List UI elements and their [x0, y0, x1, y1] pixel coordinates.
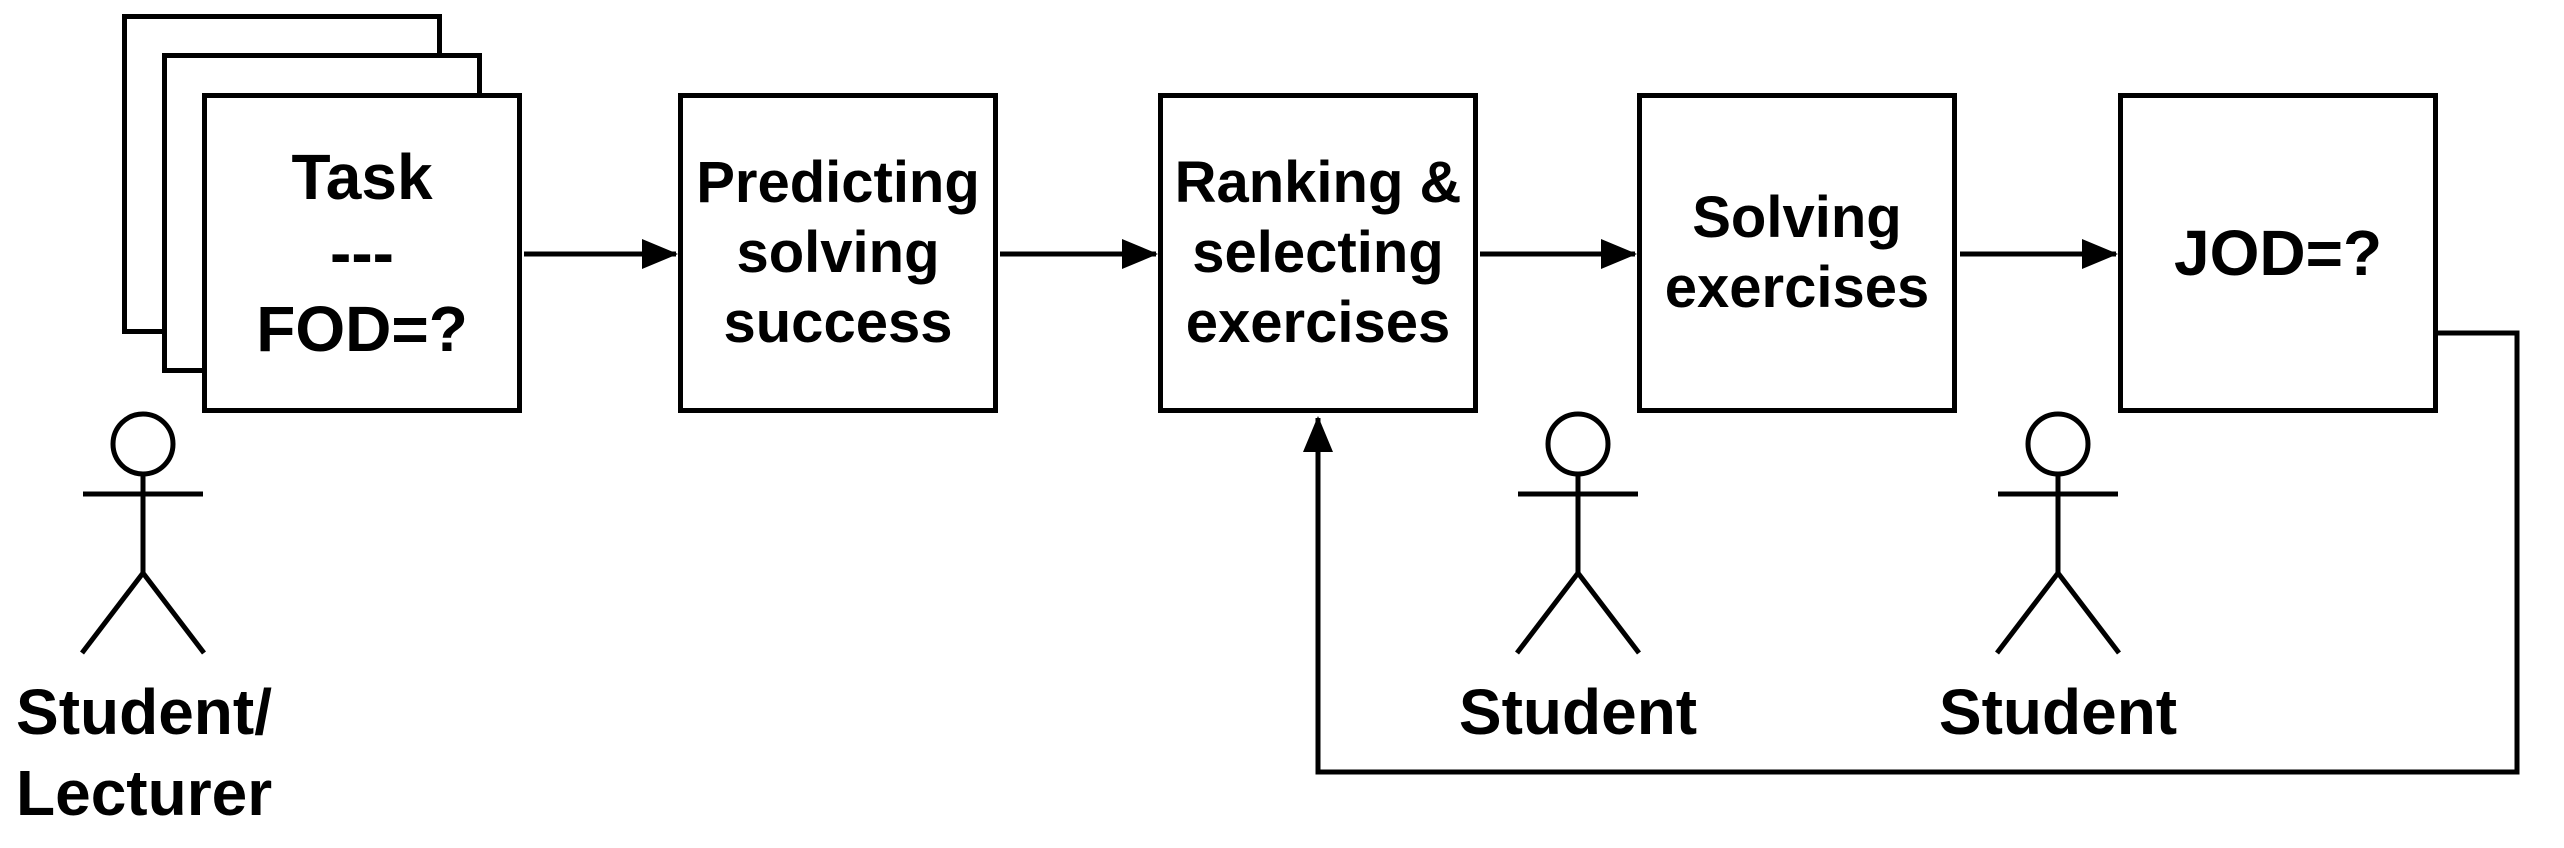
person-left-leg: [80, 571, 145, 655]
feedback-arrow-jod-to-ranking: [1303, 330, 2520, 775]
flow-box-label: Solving exercises: [1664, 185, 1930, 320]
flow-box-label: Predicting solving success: [696, 150, 980, 355]
person-head: [110, 411, 176, 477]
actor-label-student: Student: [1458, 676, 1698, 748]
person-left-leg: [1995, 571, 2060, 655]
flow-box-ranking-selecting-exercises: Ranking & selecting exercises: [1158, 93, 1478, 413]
actor-label-student: Student: [1938, 676, 2178, 748]
actor-label-student-lecturer: Student/ Lecturer: [16, 676, 273, 829]
person-right-leg: [1576, 571, 1641, 655]
task-card-label: Task --- FOD=?: [256, 141, 468, 365]
person-head: [2025, 411, 2091, 477]
person-icon: [80, 411, 206, 655]
person-left-leg: [1515, 571, 1580, 655]
flow-box-solving-exercises: Solving exercises: [1637, 93, 1957, 413]
flow-box-label: JOD=?: [2173, 217, 2383, 289]
person-right-leg: [141, 571, 206, 655]
person-right-leg: [2056, 571, 2121, 655]
person-head: [1545, 411, 1611, 477]
flow-box-jod: JOD=?: [2118, 93, 2438, 413]
flow-box-predicting-solving-success: Predicting solving success: [678, 93, 998, 413]
person-icon: [1515, 411, 1641, 655]
person-icon: [1995, 411, 2121, 655]
task-card: Task --- FOD=?: [202, 93, 522, 413]
flow-box-label: Ranking & selecting exercises: [1174, 150, 1462, 355]
